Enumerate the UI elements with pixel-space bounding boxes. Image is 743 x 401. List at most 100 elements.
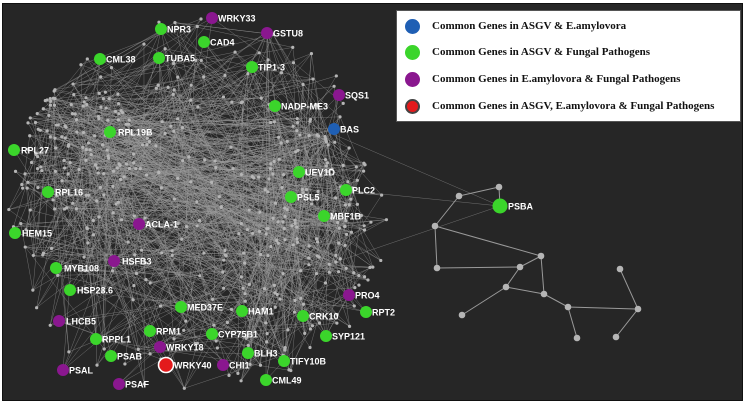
network-node (84, 147, 88, 152)
gene-node: UEV1D (293, 166, 336, 178)
network-edge (25, 246, 284, 356)
network-node (295, 240, 300, 244)
network-node (323, 281, 328, 285)
network-node (341, 163, 345, 167)
network-edge (165, 135, 319, 366)
network-edge (47, 99, 318, 136)
gene-node-label: PRO4 (355, 291, 380, 301)
network-edge (102, 109, 278, 146)
network-node (97, 117, 101, 121)
network-edge (110, 72, 282, 357)
network-node (516, 263, 524, 271)
legend-swatch-icon (405, 71, 420, 87)
network-node (336, 220, 340, 225)
network-node (330, 216, 334, 220)
gene-node-label: RPM1 (156, 327, 181, 337)
network-edge (58, 305, 161, 322)
gene-node: PSAB (105, 350, 143, 362)
network-node (74, 117, 79, 122)
network-node (63, 124, 67, 128)
network-edge (27, 187, 186, 322)
gene-node-label: HEM15 (22, 229, 52, 239)
network-edge (174, 22, 205, 160)
network-edge (543, 293, 569, 308)
network-edge (302, 195, 382, 317)
network-node (278, 297, 282, 301)
network-edge (58, 180, 358, 322)
network-edge (93, 234, 285, 241)
network-edge (227, 221, 279, 323)
network-edge (33, 122, 36, 256)
network-node (295, 237, 299, 241)
network-edge (261, 75, 337, 99)
network-node (219, 204, 223, 209)
gene-node-marker (133, 218, 145, 230)
network-edge (331, 186, 341, 219)
network-edge (266, 31, 298, 131)
network-edge (265, 215, 325, 324)
network-node (101, 97, 105, 101)
network-edge (88, 176, 125, 196)
network-node (347, 146, 351, 150)
network-edge (54, 89, 73, 114)
network-node (291, 243, 295, 247)
network-edge (174, 22, 313, 326)
network-node (269, 162, 273, 166)
network-edge (505, 266, 521, 288)
network-edge (119, 163, 269, 229)
network-node (171, 61, 176, 65)
network-edge (85, 97, 111, 133)
network-node (107, 156, 111, 160)
network-node (281, 173, 286, 177)
network-node (241, 286, 245, 290)
network-edge (107, 120, 276, 204)
network-node (24, 228, 28, 232)
network-node (189, 98, 193, 102)
network-edge (266, 32, 345, 227)
network-node (315, 254, 319, 258)
network-edge (270, 163, 290, 370)
network-edge (318, 135, 326, 160)
network-node (145, 136, 149, 140)
network-node (203, 158, 207, 162)
network-edge (173, 322, 337, 340)
network-edge (95, 238, 298, 340)
network-node (317, 321, 322, 325)
network-node (71, 201, 75, 205)
gene-node-label: MYB108 (64, 264, 99, 274)
network-node (93, 163, 98, 167)
network-edge (72, 58, 101, 204)
network-node (132, 284, 136, 288)
network-node (134, 271, 139, 276)
network-node (362, 228, 367, 232)
network-node (259, 252, 263, 257)
network-node (102, 172, 106, 176)
network-node (26, 121, 30, 125)
network-node (217, 195, 221, 199)
network-node (315, 103, 319, 107)
network-edge (128, 116, 341, 125)
network-node (495, 183, 503, 191)
gene-node: PSAF (113, 378, 150, 390)
network-node (193, 341, 197, 346)
network-node (240, 100, 244, 104)
network-edge (8, 209, 224, 366)
network-edge (102, 144, 187, 322)
network-node (74, 207, 78, 211)
network-edge (126, 124, 272, 356)
network-node (334, 74, 338, 78)
gene-node-label: PSL5 (297, 193, 320, 203)
network-edge (184, 355, 284, 389)
network-node (113, 109, 118, 114)
network-node (62, 166, 67, 170)
network-node (13, 169, 18, 173)
network-node (72, 92, 76, 97)
network-node (120, 110, 125, 115)
network-edge (234, 51, 276, 107)
network-edge (181, 189, 266, 240)
network-node (84, 96, 88, 100)
network-edge (156, 17, 213, 89)
gene-node-label: RPT2 (372, 308, 395, 318)
network-node (280, 185, 284, 190)
